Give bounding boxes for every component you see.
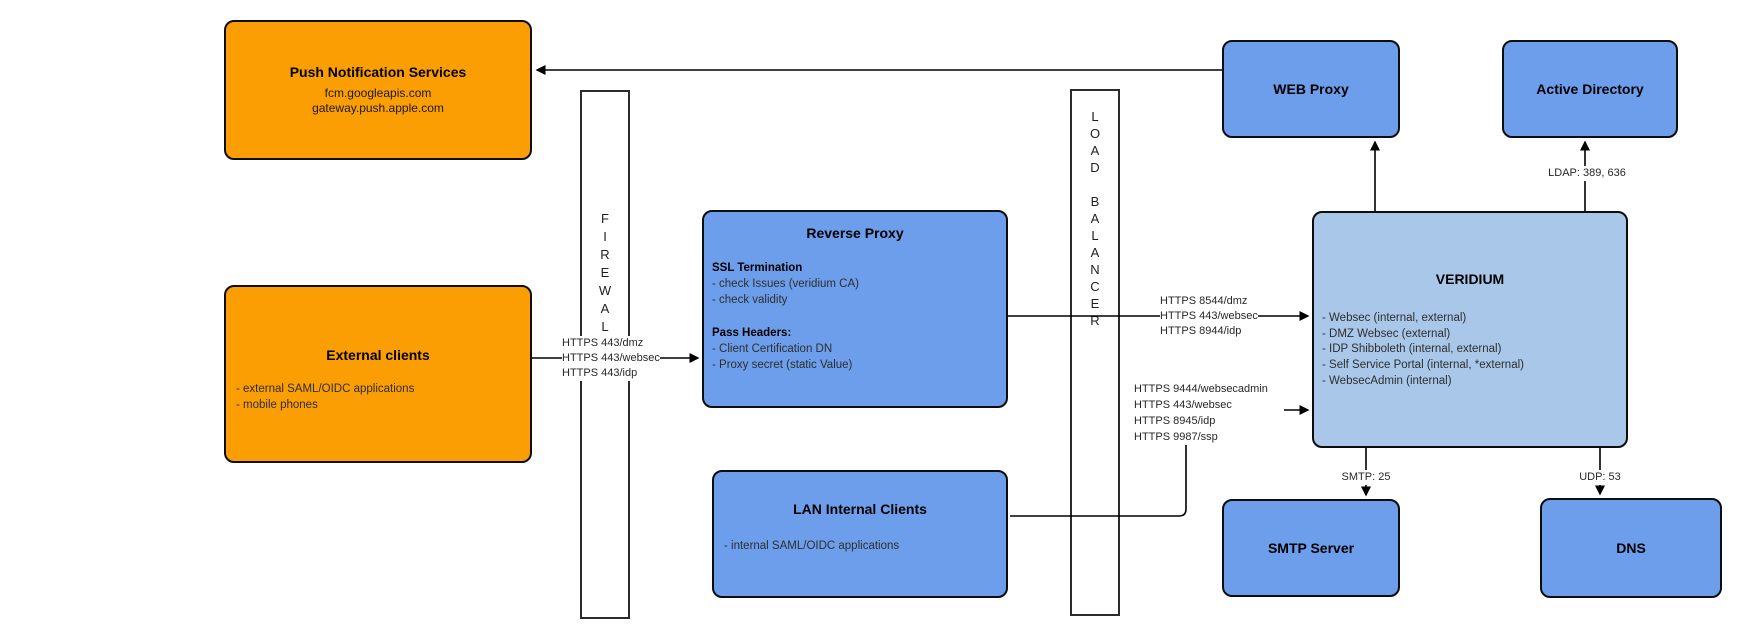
- node-title: Active Directory: [1536, 81, 1644, 97]
- node-web-proxy[interactable]: WEB Proxy: [1222, 40, 1400, 138]
- node-title: Reverse Proxy: [806, 225, 904, 241]
- edge-label: HTTPS 9987/ssp: [1134, 431, 1218, 443]
- bullet: - WebsecAdmin (internal): [1322, 374, 1452, 387]
- bullet: - mobile phones: [236, 399, 318, 411]
- node-title: DNS: [1616, 540, 1646, 556]
- edge-label: HTTPS 443/websec: [1134, 399, 1232, 411]
- edge-label: HTTPS 8945/idp: [1134, 415, 1216, 427]
- bullet: - IDP Shibboleth (internal, external): [1322, 343, 1502, 356]
- node-active-directory[interactable]: Active Directory: [1502, 40, 1678, 138]
- rp-section-ssl: SSL Termination - check Issues (veridium…: [712, 260, 859, 308]
- bullet: - check Issues (veridium CA): [712, 278, 859, 290]
- node-subtext: fcm.googleapis.com gateway.push.apple.co…: [226, 86, 530, 116]
- section-heading: Pass Headers:: [712, 327, 792, 339]
- edge-label: HTTPS 443/idp: [562, 367, 638, 379]
- rp-section-pass-headers: Pass Headers: - Client Certification DN …: [712, 325, 859, 373]
- bullet: - Client Certification DN: [712, 343, 833, 355]
- bullet: - check validity: [712, 294, 788, 306]
- edge-labels-lan-to-veridium: HTTPS 9444/websecadmin HTTPS 443/websec …: [1134, 381, 1268, 445]
- node-bullets: - external SAML/OIDC applications - mobi…: [236, 381, 414, 413]
- node-title: WEB Proxy: [1273, 81, 1349, 97]
- edge-label-smtp: SMTP: 25: [1316, 470, 1416, 485]
- edge-label: HTTPS 8944/idp: [1160, 325, 1242, 337]
- edge-label: HTTPS 443/websec: [1160, 310, 1258, 322]
- node-push-notification-services[interactable]: Push Notification Services fcm.googleapi…: [224, 20, 532, 160]
- push-host-fcm: fcm.googleapis.com: [324, 86, 432, 100]
- bullet: - Proxy secret (static Value): [712, 359, 853, 371]
- edge-label-udp: UDP: 53: [1550, 470, 1650, 485]
- node-smtp-server[interactable]: SMTP Server: [1222, 499, 1400, 597]
- firewall-label: FIREWALL: [598, 211, 612, 352]
- bullet: - external SAML/OIDC applications: [236, 383, 415, 395]
- node-lan-internal-clients[interactable]: LAN Internal Clients - internal SAML/OID…: [712, 470, 1008, 598]
- edge-labels-rp-to-veridium: HTTPS 8544/dmz HTTPS 443/websec HTTPS 89…: [1160, 294, 1258, 339]
- bullet: - internal SAML/OIDC applications: [724, 540, 900, 552]
- node-title: VERIDIUM: [1435, 271, 1505, 287]
- node-title: Push Notification Services: [289, 64, 467, 80]
- node-reverse-proxy[interactable]: Reverse Proxy SSL Termination - check Is…: [702, 210, 1008, 408]
- edge-labels-external-to-rp: HTTPS 443/dmz HTTPS 443/websec HTTPS 443…: [562, 336, 660, 381]
- section-heading: SSL Termination: [712, 262, 803, 274]
- bullet: - Self Service Portal (internal, *extern…: [1322, 359, 1524, 372]
- node-bullets: - internal SAML/OIDC applications: [724, 538, 899, 554]
- node-external-clients[interactable]: External clients - external SAML/OIDC ap…: [224, 285, 532, 463]
- bullet: - Websec (internal, external): [1322, 312, 1467, 324]
- node-bullets: - Websec (internal, external) - DMZ Webs…: [1322, 311, 1524, 390]
- edge-label: HTTPS 8544/dmz: [1160, 295, 1248, 307]
- edge-label-ldap: LDAP: 389, 636: [1537, 166, 1637, 181]
- edge-label: HTTPS 443/websec: [562, 352, 660, 364]
- push-host-apns: gateway.push.apple.com: [312, 101, 444, 115]
- edge-label: HTTPS 443/dmz: [562, 337, 644, 349]
- node-title: SMTP Server: [1267, 540, 1355, 556]
- node-body: SSL Termination - check Issues (veridium…: [712, 260, 859, 373]
- node-dns[interactable]: DNS: [1540, 498, 1722, 598]
- node-title: External clients: [326, 347, 430, 363]
- edge-label: HTTPS 9444/websecadmin: [1134, 383, 1268, 395]
- node-title: LAN Internal Clients: [793, 501, 927, 517]
- node-veridium[interactable]: VERIDIUM - Websec (internal, external) -…: [1312, 211, 1628, 448]
- bullet: - DMZ Websec (external): [1322, 327, 1451, 340]
